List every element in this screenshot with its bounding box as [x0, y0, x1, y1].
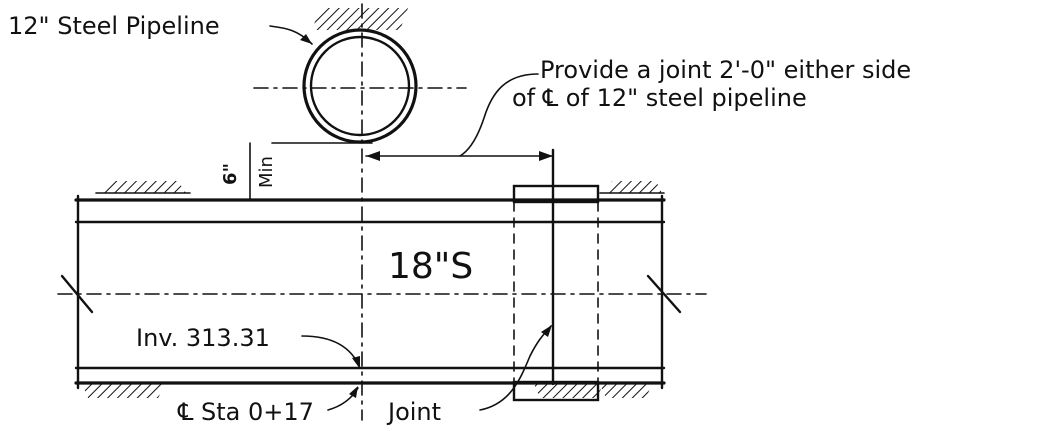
pipeline-inner	[309, 35, 411, 137]
break-mark-right	[646, 274, 682, 314]
steel-pipeline-section	[253, 3, 467, 421]
soil-hatch-bottom-left	[82, 384, 166, 398]
joint-label: Joint	[386, 398, 441, 426]
joint-bottom-cap	[512, 380, 600, 402]
soil-hatch-top-left	[100, 181, 186, 193]
ground-hatching	[82, 8, 665, 398]
clearance-dimension: 6" Min	[220, 142, 277, 201]
soil-hatch-pipe-top	[312, 8, 408, 30]
note-leader	[459, 73, 539, 157]
pipe-joint-collar	[512, 148, 600, 402]
joint-note-line2: of ℄ of 12" steel pipeline	[512, 84, 807, 112]
pipeline-outer	[302, 28, 418, 144]
invert-leader	[301, 335, 361, 369]
pipeline-label: 12" Steel Pipeline	[8, 12, 220, 40]
soil-hatch-bottom-right	[600, 384, 652, 398]
soil-hatch-bottom-mid	[534, 384, 604, 398]
soil-hatch-top-right	[604, 181, 662, 193]
station-label: ℄ Sta 0+17	[177, 398, 314, 426]
joint-note-line1: Provide a joint 2'-0" either side	[540, 56, 911, 84]
joint-top-cap	[512, 184, 600, 204]
invert-label: Inv. 313.31	[136, 324, 270, 352]
clearance-unit: Min	[256, 156, 277, 188]
leaders	[269, 25, 552, 411]
break-mark-left	[60, 274, 94, 314]
pipe-18in-profile	[57, 194, 707, 390]
pipe-size-label: 18"S	[388, 246, 473, 287]
clearance-value: 6"	[220, 163, 241, 185]
